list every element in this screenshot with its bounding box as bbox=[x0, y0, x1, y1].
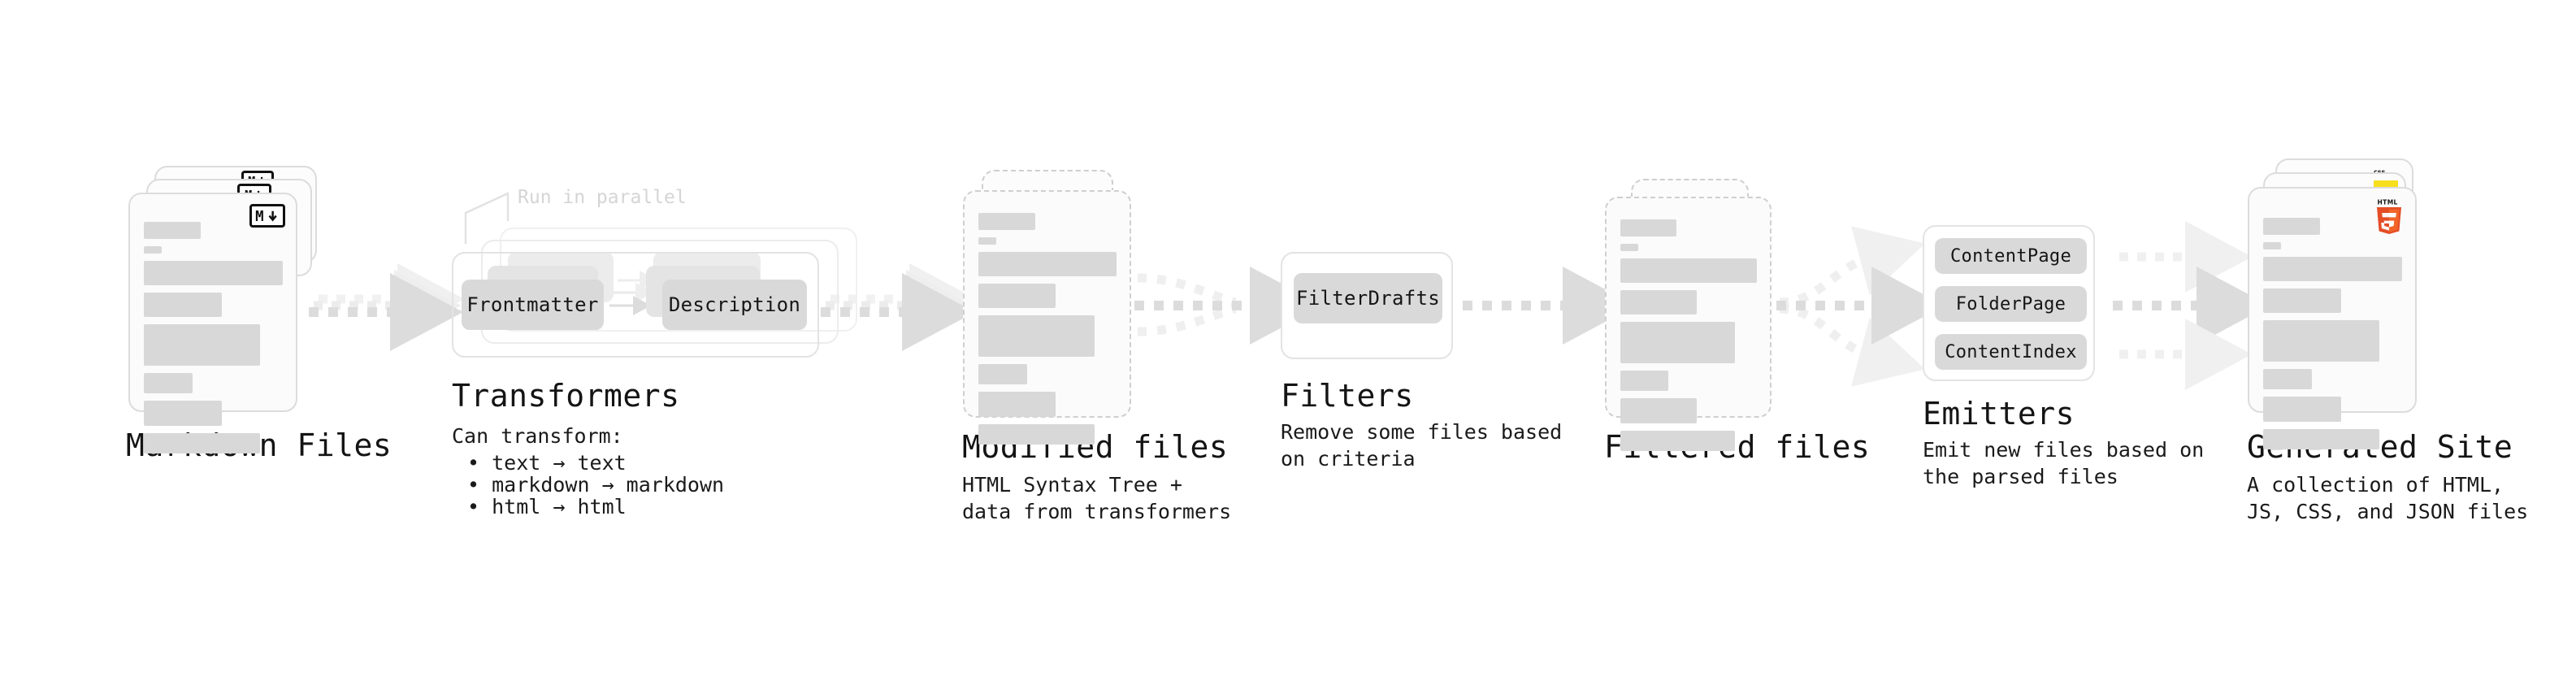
transformer-node-frontmatter[interactable]: Frontmatter bbox=[462, 280, 604, 330]
site-file-content bbox=[2263, 218, 2402, 449]
filtered-file-content bbox=[1620, 219, 1757, 451]
content-bar bbox=[144, 324, 261, 366]
markdown-icon: M bbox=[249, 204, 285, 228]
content-bar bbox=[144, 293, 222, 317]
content-bar bbox=[1620, 219, 1676, 236]
content-bar bbox=[144, 401, 222, 426]
run-in-parallel-label: Run in parallel bbox=[518, 187, 687, 208]
stage-desc-modified-files: HTML Syntax Tree + data from transformer… bbox=[962, 473, 1232, 523]
content-bar bbox=[2263, 288, 2341, 313]
transformer-bullet-0: • text → text bbox=[467, 451, 627, 475]
html5-icon: HTML bbox=[2374, 197, 2405, 234]
stage-title-transformers: Transformers bbox=[452, 378, 680, 414]
content-bar bbox=[2263, 242, 2282, 249]
filters-container: FilterDrafts bbox=[1281, 252, 1453, 359]
content-bar bbox=[978, 392, 1056, 417]
svg-text:M: M bbox=[255, 209, 263, 225]
stage-desc-emitters: Emit new files based on the parsed files bbox=[1923, 438, 2205, 488]
transformer-bullet-1: • markdown → markdown bbox=[467, 473, 725, 497]
content-bar bbox=[978, 252, 1117, 276]
content-bar bbox=[1620, 371, 1668, 391]
content-bar bbox=[2263, 320, 2380, 362]
content-bar bbox=[1620, 244, 1638, 251]
filter-node-filterdrafts[interactable]: FilterDrafts bbox=[1294, 273, 1442, 323]
content-bar bbox=[144, 433, 261, 453]
markdown-file-card: M bbox=[128, 193, 297, 453]
content-bar bbox=[144, 373, 193, 393]
stage-desc-filters: Remove some files based on criteria bbox=[1281, 420, 1563, 471]
transformer-bullet-label: text → text bbox=[492, 451, 627, 475]
transformer-bullet-label: html → html bbox=[492, 495, 627, 518]
content-bar bbox=[144, 246, 163, 254]
content-bar bbox=[2263, 218, 2321, 235]
filtered-file-card bbox=[1605, 197, 1772, 451]
content-bar bbox=[144, 261, 283, 285]
content-bar bbox=[144, 222, 202, 239]
connector-filtered-to-emitters bbox=[1776, 226, 1945, 387]
emitter-node-contentpage[interactable]: ContentPage bbox=[1935, 238, 2087, 274]
emitter-node-contentindex[interactable]: ContentIndex bbox=[1935, 334, 2087, 370]
content-bar bbox=[978, 424, 1095, 445]
svg-text:css: css bbox=[2374, 168, 2386, 176]
emitter-node-folderpage[interactable]: FolderPage bbox=[1935, 286, 2087, 322]
connector-markdown-to-transformers bbox=[309, 263, 465, 351]
content-bar bbox=[978, 213, 1035, 230]
content-bar bbox=[2263, 369, 2312, 389]
content-bar bbox=[978, 284, 1056, 308]
content-bar bbox=[1620, 398, 1698, 423]
connector-emitters-to-site bbox=[2113, 221, 2270, 390]
stage-title-filters: Filters bbox=[1281, 378, 1414, 414]
content-bar bbox=[978, 315, 1095, 357]
svg-text:HTML: HTML bbox=[2378, 199, 2398, 206]
site-file-card: HTML bbox=[2248, 187, 2417, 449]
emitters-container: ContentPage FolderPage ContentIndex bbox=[1923, 225, 2095, 381]
transformer-node-description[interactable]: Description bbox=[662, 280, 807, 330]
content-bar bbox=[1620, 258, 1757, 283]
stage-desc-transformers: Can transform: bbox=[452, 424, 623, 448]
content-bar bbox=[1620, 322, 1736, 363]
content-bar bbox=[2263, 397, 2341, 422]
markdown-file-content bbox=[144, 222, 283, 453]
transformer-bullet-label: markdown → markdown bbox=[492, 473, 725, 497]
stage-desc-generated-site: A collection of HTML, JS, CSS, and JSON … bbox=[2247, 473, 2529, 523]
content-bar bbox=[978, 237, 997, 245]
stage-title-emitters: Emitters bbox=[1923, 396, 2075, 432]
content-bar bbox=[978, 364, 1027, 384]
content-bar bbox=[1620, 290, 1698, 314]
content-bar bbox=[1620, 431, 1736, 451]
modified-file-content bbox=[978, 213, 1117, 445]
content-bar bbox=[2263, 257, 2402, 281]
transformer-bullet-2: • html → html bbox=[467, 495, 627, 518]
modified-file-card bbox=[963, 190, 1131, 445]
connector-modified-to-filters bbox=[1134, 267, 1323, 345]
content-bar bbox=[2263, 429, 2380, 449]
